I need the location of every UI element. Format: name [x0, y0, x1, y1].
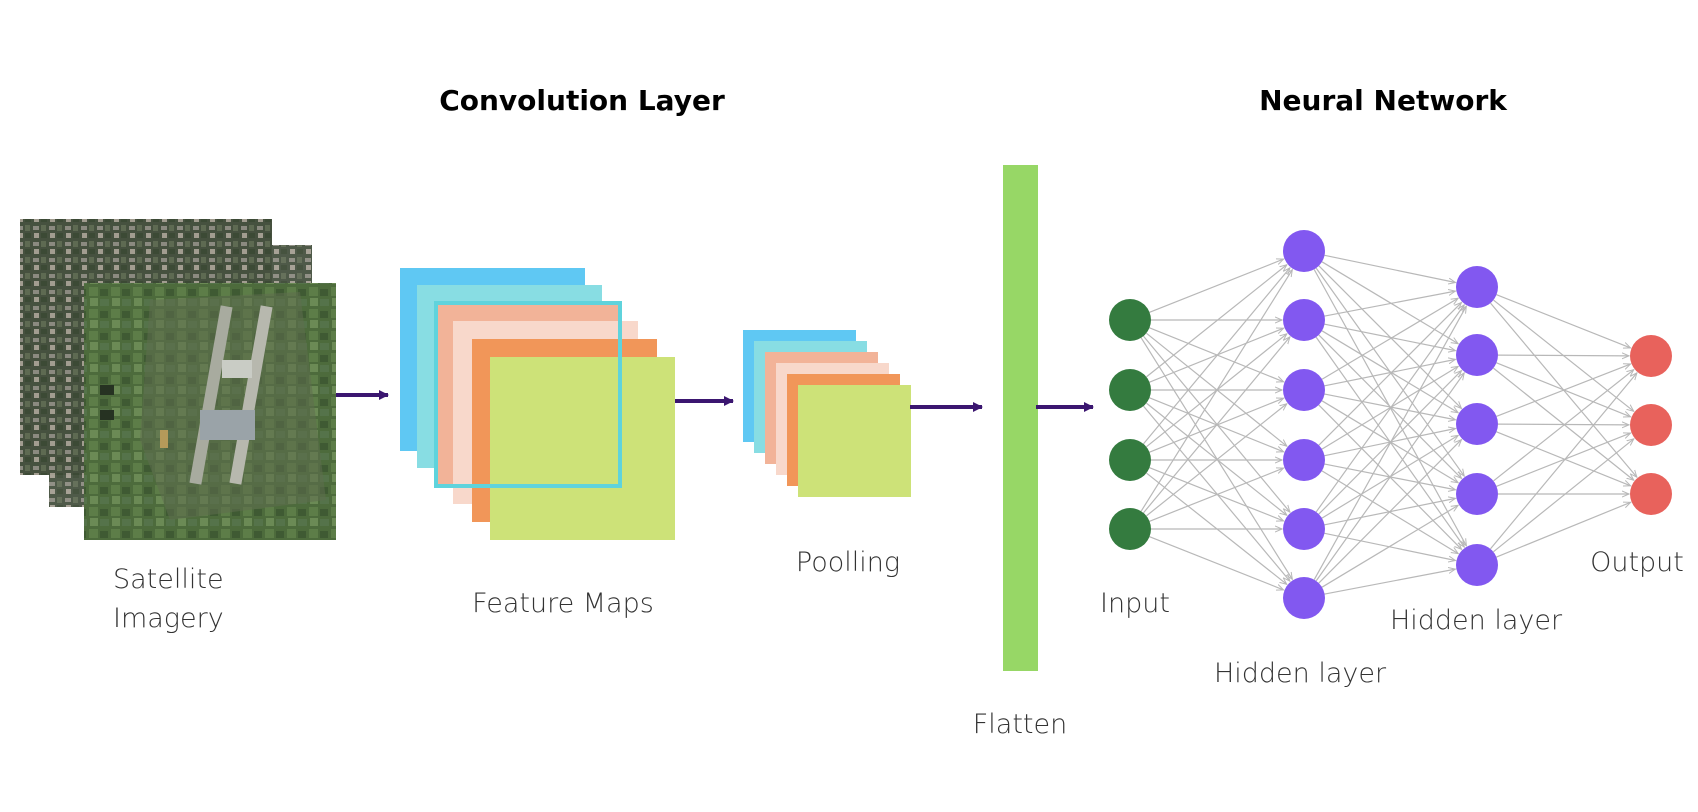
feature-maps-label: Feature Maps	[472, 588, 654, 619]
network-edge	[1149, 536, 1284, 590]
input-node	[1109, 299, 1151, 341]
network-edge	[1324, 359, 1456, 387]
network-edge	[1492, 439, 1633, 553]
network-edge	[1321, 330, 1458, 413]
network-edge	[1324, 254, 1456, 282]
network-edge	[1318, 303, 1462, 446]
network-edge	[1496, 431, 1630, 486]
output-node	[1630, 473, 1672, 515]
input-node	[1109, 369, 1151, 411]
network-edge	[1149, 259, 1284, 313]
feature-maps-stack	[400, 268, 675, 540]
network-edge	[1324, 291, 1456, 317]
satellite-imagery-stack	[20, 219, 336, 540]
network-nodes	[1109, 230, 1672, 619]
network-edge	[1318, 440, 1462, 584]
network-edge	[1496, 502, 1630, 558]
network-connections	[1140, 254, 1637, 595]
network-edge	[1324, 569, 1456, 595]
network-edge	[1493, 370, 1633, 482]
convolution-kernel-outline	[434, 301, 622, 488]
hidden-node	[1456, 403, 1498, 445]
pooled-map	[798, 385, 911, 497]
satellite-imagery-label-line2: Imagery	[113, 603, 224, 634]
output-node	[1630, 335, 1672, 377]
hidden-node	[1283, 439, 1325, 481]
network-edge	[1140, 270, 1292, 512]
network-edge	[1146, 404, 1286, 517]
network-edge	[1315, 373, 1464, 582]
network-edge	[1324, 393, 1456, 420]
input-node	[1109, 439, 1151, 481]
hidden-layer-1-label: Hidden layer	[1214, 658, 1387, 689]
flatten-label: Flatten	[973, 709, 1067, 740]
network-edge	[1315, 305, 1464, 513]
hidden-node	[1283, 299, 1325, 341]
hidden-layer-2-label: Hidden layer	[1390, 605, 1563, 636]
network-edge	[1313, 306, 1466, 580]
network-edge	[1497, 355, 1629, 356]
hidden-node	[1283, 230, 1325, 272]
network-edge	[1146, 265, 1286, 378]
network-edge	[1321, 298, 1458, 380]
neural-network-heading: Neural Network	[1259, 84, 1508, 117]
hidden-node	[1456, 544, 1498, 586]
network-edge	[1496, 364, 1631, 417]
network-edge	[1324, 323, 1456, 350]
hidden-node	[1456, 334, 1498, 376]
hidden-node	[1283, 369, 1325, 411]
input-layer-label: Input	[1100, 588, 1170, 619]
satellite-imagery-label-line1: Satellite	[113, 564, 224, 595]
network-edge	[1143, 405, 1289, 581]
hidden-node	[1283, 508, 1325, 550]
output-layer-label: Output	[1590, 547, 1684, 578]
network-edge	[1496, 294, 1631, 348]
output-node	[1630, 404, 1672, 446]
network-edge	[1497, 424, 1629, 425]
convolution-layer-heading: Convolution Layer	[439, 84, 725, 117]
feature-map	[490, 357, 675, 540]
network-edge	[1142, 337, 1289, 514]
satellite-image-front	[84, 283, 336, 540]
pooling-label: Poolling	[796, 547, 900, 578]
network-edge	[1489, 373, 1636, 550]
network-edge	[1496, 433, 1631, 487]
hidden-node	[1456, 266, 1498, 308]
hidden-node	[1283, 577, 1325, 619]
flatten-bar	[1003, 165, 1038, 671]
input-node	[1109, 508, 1151, 550]
network-edge	[1142, 268, 1289, 445]
pooling-stack	[743, 330, 911, 497]
network-edge	[1321, 505, 1458, 588]
network-edge	[1149, 468, 1284, 522]
network-edge	[1321, 261, 1458, 344]
hidden-node	[1456, 473, 1498, 515]
